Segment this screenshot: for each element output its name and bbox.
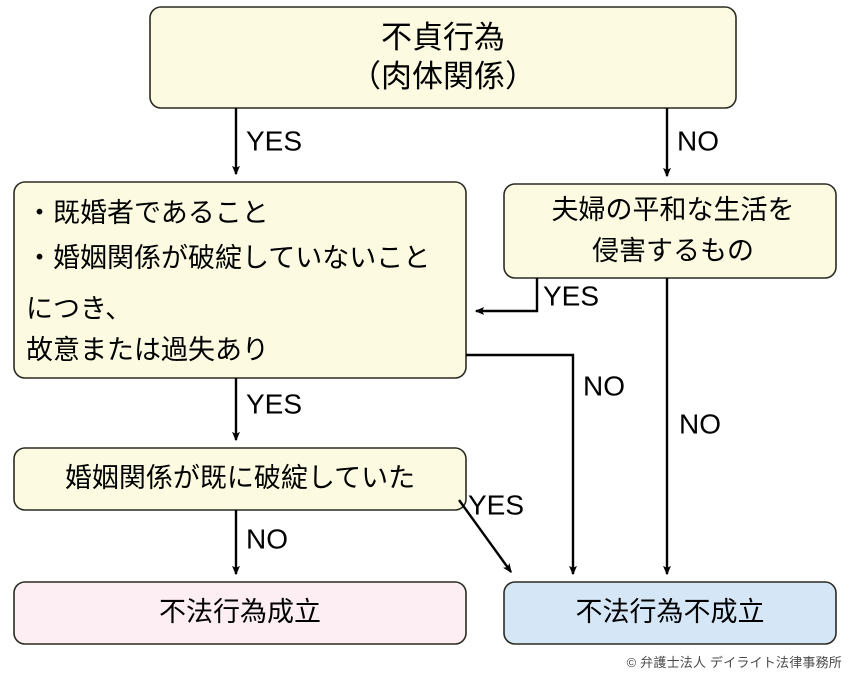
- edge-peaceful-yes-label: YES: [543, 280, 599, 311]
- edge-affair-yes: YES: [232, 108, 302, 176]
- node-tort-not-established-box: [503, 581, 837, 645]
- edge-broken-yes: YES: [458, 489, 524, 574]
- edge-peaceful-yes: YES: [474, 278, 599, 315]
- edge-requirements-no-label: NO: [583, 370, 625, 401]
- node-requirements: ・既婚者であること ・婚姻関係が破綻していないこと につき、 故意または過失あり: [13, 181, 467, 379]
- edge-requirements-no-line: [466, 353, 577, 576]
- node-already-broken-label: 婚姻関係が既に破綻していた: [65, 463, 415, 493]
- node-peaceful-life-line-2: 侵害するもの: [592, 236, 754, 266]
- node-peaceful-life-box: [503, 183, 837, 279]
- edge-broken-yes-line: [458, 499, 512, 574]
- node-tort-not-established-label: 不法行為不成立: [576, 597, 765, 627]
- node-requirements-line-3: につき、: [26, 294, 132, 324]
- node-peaceful-life: 夫婦の平和な生活を 侵害するもの: [503, 183, 837, 279]
- node-already-broken-box: [13, 447, 467, 511]
- edge-broken-no: NO: [232, 510, 288, 576]
- node-requirements-line-1: ・既婚者であること: [26, 198, 269, 228]
- node-affair-line-1: 不貞行為: [381, 20, 505, 55]
- edge-peaceful-no: NO: [663, 278, 721, 576]
- node-affair-line-2: （肉体関係）: [350, 59, 536, 94]
- node-tort-not-established: 不法行為不成立: [503, 581, 837, 645]
- node-requirements-line-4: 故意または過失あり: [26, 335, 269, 365]
- node-requirements-line-2: ・婚姻関係が破綻していないこと: [26, 243, 430, 273]
- node-requirements-box: [13, 181, 467, 379]
- node-already-broken: 婚姻関係が既に破綻していた: [13, 447, 467, 511]
- edge-broken-no-label: NO: [246, 523, 288, 554]
- edge-peaceful-yes-line: [474, 278, 539, 315]
- edge-requirements-yes-label: YES: [246, 388, 302, 419]
- edge-requirements-yes: YES: [232, 378, 302, 442]
- edge-peaceful-no-label: NO: [679, 408, 721, 439]
- edge-affair-no: NO: [663, 108, 719, 178]
- edge-requirements-no: NO: [466, 353, 625, 576]
- node-affair: 不貞行為 （肉体関係）: [149, 6, 737, 109]
- node-peaceful-life-line-1: 夫婦の平和な生活を: [552, 195, 795, 225]
- node-tort-established-box: [13, 581, 467, 645]
- node-affair-box: [149, 6, 737, 109]
- edge-affair-no-label: NO: [677, 125, 719, 156]
- node-tort-established: 不法行為成立: [13, 581, 467, 645]
- copyright-notice: © 弁護士法人 デイライト法律事務所: [626, 655, 842, 670]
- edge-affair-yes-label: YES: [246, 125, 302, 156]
- node-tort-established-label: 不法行為成立: [159, 597, 321, 627]
- edge-broken-yes-label: YES: [468, 489, 524, 520]
